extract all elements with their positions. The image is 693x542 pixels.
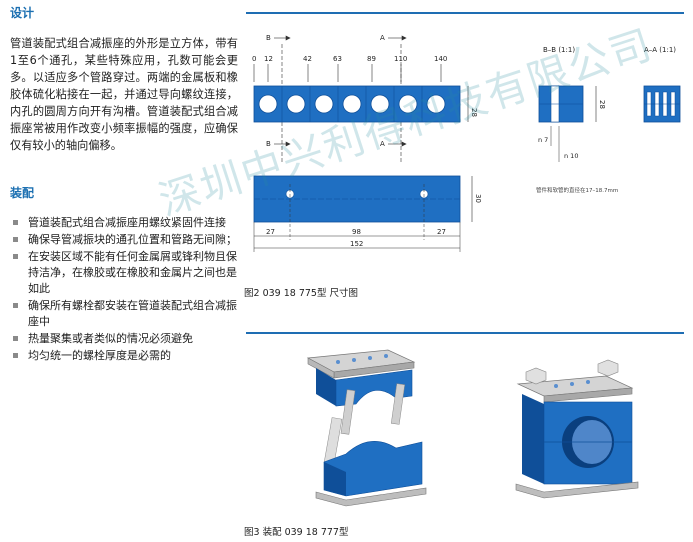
dim-98: 98 — [352, 228, 361, 236]
section-b-top-label: B — [266, 34, 271, 42]
bullet-square-icon — [13, 254, 18, 259]
assembly-illustration — [306, 349, 639, 507]
aa-section-label: A–A (1:1) — [644, 46, 676, 54]
design-paragraph: 管道装配式组合减振座的外形是立方体，带有1至6个通孔，某些特殊应用，孔数可能会更… — [10, 37, 238, 152]
list-item-text: 热量聚集或者类似的情况必须避免 — [28, 332, 193, 345]
list-item-text: 确保导管减振块的通孔位置和管路无间隙； — [28, 233, 237, 246]
section-a-top-label: A — [380, 34, 385, 42]
exploded-clamp — [306, 349, 427, 507]
assembled-clamp — [515, 359, 639, 499]
side-height-dim: 30 — [474, 194, 482, 203]
list-item-text: 确保所有螺栓都安装在管道装配式组合减振座中 — [28, 299, 237, 328]
bb-section-label: B–B (1:1) — [543, 46, 575, 54]
dim-0: 0 — [252, 55, 256, 63]
list-item: 在安装区域不能有任何金属屑或锋利物且保持洁净，在橡胶或在橡胶和金属片之间也是如此 — [10, 249, 238, 297]
design-heading: 设计 — [10, 6, 35, 20]
bullet-square-icon — [13, 303, 18, 308]
assembly-heading: 装配 — [10, 186, 35, 200]
bullet-square-icon — [13, 336, 18, 341]
assembly-list: 管道装配式组合减振座用螺纹紧固件连接 确保导管减振块的通孔位置和管路无间隙； 在… — [10, 215, 238, 364]
dimension-drawing: 0 12 42 63 89 110 140 B A 28 B A — [252, 34, 681, 252]
list-item: 均匀统一的螺栓厚度是必需的 — [10, 348, 238, 364]
figure2-caption: 图2 039 18 775型 尺寸图 — [244, 288, 358, 299]
section-a-bottom-label: A — [380, 140, 385, 148]
n10-label: n 10 — [564, 152, 578, 160]
front-height-dim: 28 — [470, 108, 478, 117]
dim-89: 89 — [367, 55, 376, 63]
assembly-illustration-panel — [246, 332, 684, 522]
bb-height-dim: 28 — [598, 100, 606, 109]
pipe-diameter-note: 管件和软管的直径在17–18.7mm — [536, 186, 618, 194]
dimension-drawing-panel: 0 12 42 63 89 110 140 B A 28 B A — [246, 12, 684, 282]
list-item-text: 管道装配式组合减振座用螺纹紧固件连接 — [28, 216, 226, 229]
text-column: 设计 管道装配式组合减振座的外形是立方体，带有1至6个通孔，某些特殊应用，孔数可… — [10, 4, 238, 365]
list-item: 确保所有螺栓都安装在管道装配式组合减振座中 — [10, 298, 238, 330]
dim-63: 63 — [333, 55, 342, 63]
section-b-bottom-label: B — [266, 140, 271, 148]
n7-label: n 7 — [538, 136, 548, 144]
bullet-square-icon — [13, 353, 18, 358]
dim-110: 110 — [394, 55, 407, 63]
dim-140: 140 — [434, 55, 447, 63]
side-view-block — [253, 175, 461, 223]
dim-12: 12 — [264, 55, 273, 63]
bullet-square-icon — [13, 220, 18, 225]
dim-42: 42 — [303, 55, 312, 63]
list-item-text: 在安装区域不能有任何金属屑或锋利物且保持洁净，在橡胶或在橡胶和金属片之间也是如此 — [28, 250, 237, 295]
list-item: 确保导管减振块的通孔位置和管路无间隙； — [10, 232, 238, 248]
bullet-square-icon — [13, 237, 18, 242]
dim-27-right: 27 — [437, 228, 446, 236]
dim-27-left: 27 — [266, 228, 275, 236]
figure3-caption: 图3 装配 039 18 777型 — [244, 527, 349, 538]
list-item-text: 均匀统一的螺栓厚度是必需的 — [28, 349, 171, 362]
dim-152: 152 — [350, 240, 363, 248]
list-item: 管道装配式组合减振座用螺纹紧固件连接 — [10, 215, 238, 231]
list-item: 热量聚集或者类似的情况必须避免 — [10, 331, 238, 347]
